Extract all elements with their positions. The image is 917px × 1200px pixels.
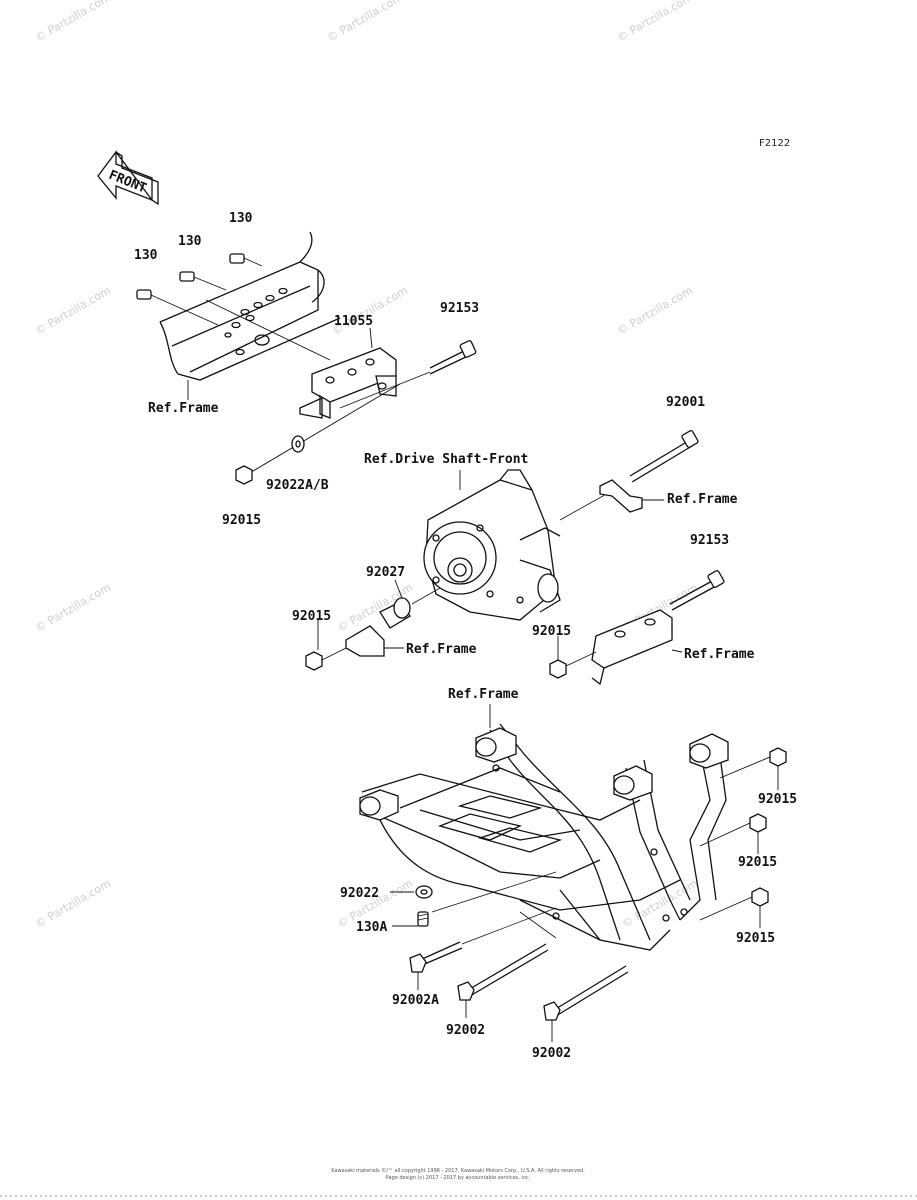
label-92022ab: 92022A/B bbox=[266, 478, 329, 493]
watermark: © Partzilla.com bbox=[615, 0, 695, 45]
bolt-130-icon bbox=[179, 271, 227, 291]
frame-bushing-icon bbox=[689, 733, 729, 769]
footer-line-2: Page design (c) 2017 - 2017 by accountab… bbox=[386, 1175, 531, 1181]
label-130a: 130A bbox=[356, 920, 387, 935]
label-92002: 92002 bbox=[446, 1023, 485, 1038]
bolt-92002-icon bbox=[457, 943, 549, 1001]
washer-92022-icon bbox=[415, 885, 433, 899]
label-92015: 92015 bbox=[292, 609, 331, 624]
footer-line-1: Kawasaki materials ©/™ all copyright 199… bbox=[331, 1167, 585, 1174]
nut-92015-icon bbox=[769, 747, 787, 767]
front-differential-assembly bbox=[423, 469, 611, 621]
label-92153: 92153 bbox=[690, 533, 729, 548]
bolt-92002a-icon bbox=[409, 941, 463, 973]
frame-bushing-icon bbox=[475, 727, 517, 763]
label-130: 130 bbox=[178, 234, 202, 249]
label-130: 130 bbox=[134, 248, 158, 263]
front-arrow-icon: FRONT bbox=[97, 150, 159, 206]
label-92001: 92001 bbox=[666, 395, 705, 410]
label-11055: 11055 bbox=[334, 314, 373, 329]
label-92015: 92015 bbox=[222, 513, 261, 528]
frame-bracket-4-icon bbox=[591, 609, 673, 686]
watermark: © Partzilla.com bbox=[615, 284, 695, 338]
label-92022: 92022 bbox=[340, 886, 379, 901]
watermark: © Partzilla.com bbox=[33, 0, 113, 45]
washer-92022ab-icon bbox=[291, 435, 305, 453]
label-ref-frame: Ref.Frame bbox=[448, 687, 519, 702]
watermark: © Partzilla.com bbox=[325, 0, 405, 45]
spacer-92027-icon bbox=[379, 597, 411, 629]
nut-92015-icon bbox=[749, 813, 767, 833]
nut-92015-icon bbox=[235, 465, 253, 485]
upper-frame-section bbox=[136, 231, 477, 485]
watermark: © Partzilla.com bbox=[33, 284, 113, 338]
label-ref-frame: Ref.Frame bbox=[684, 647, 755, 662]
bolt-130-icon bbox=[229, 253, 263, 267]
label-ref-frame: Ref.Frame bbox=[667, 492, 738, 507]
bolt-130a-icon bbox=[417, 911, 429, 927]
label-92002a: 92002A bbox=[392, 993, 439, 1008]
nut-92015-icon bbox=[751, 887, 769, 907]
frame-bushing-icon bbox=[359, 789, 399, 821]
bolt-130-icon bbox=[136, 289, 219, 326]
bolt-92153-icon bbox=[429, 340, 477, 375]
frame-bracket-2-icon bbox=[599, 479, 643, 513]
label-ref-drive-shaft-front: Ref.Drive Shaft-Front bbox=[364, 452, 528, 467]
frame-bracket-3-icon bbox=[345, 625, 385, 657]
bolt-92153-icon bbox=[669, 570, 725, 611]
label-92015: 92015 bbox=[736, 931, 775, 946]
frame-holes bbox=[224, 287, 288, 356]
lower-frame bbox=[359, 723, 729, 951]
footer-copyright: Kawasaki materials ©/™ all copyright 199… bbox=[331, 1167, 585, 1181]
watermark: © Partzilla.com bbox=[620, 877, 700, 931]
frame-bushing-icon bbox=[613, 765, 653, 801]
label-130: 130 bbox=[229, 211, 253, 226]
bolt-92002-icon bbox=[543, 965, 629, 1021]
bolt-92001-icon bbox=[629, 430, 699, 483]
nut-92015-icon bbox=[549, 659, 567, 679]
label-92002: 92002 bbox=[532, 1046, 571, 1061]
label-92015: 92015 bbox=[532, 624, 571, 639]
part-labels: 130 130 130 11055 92153 Ref.Frame 92022A… bbox=[134, 211, 797, 1061]
bracket-11055-icon bbox=[299, 347, 397, 419]
nut-92015-icon bbox=[305, 651, 323, 671]
label-92015: 92015 bbox=[738, 855, 777, 870]
label-92015: 92015 bbox=[758, 792, 797, 807]
watermark: © Partzilla.com bbox=[33, 877, 113, 931]
label-ref-frame: Ref.Frame bbox=[406, 642, 477, 657]
label-ref-frame: Ref.Frame bbox=[148, 401, 219, 416]
watermark: © Partzilla.com bbox=[33, 581, 113, 635]
label-92153: 92153 bbox=[440, 301, 479, 316]
diagram-code: F2122 bbox=[759, 138, 790, 149]
label-92027: 92027 bbox=[366, 565, 405, 580]
